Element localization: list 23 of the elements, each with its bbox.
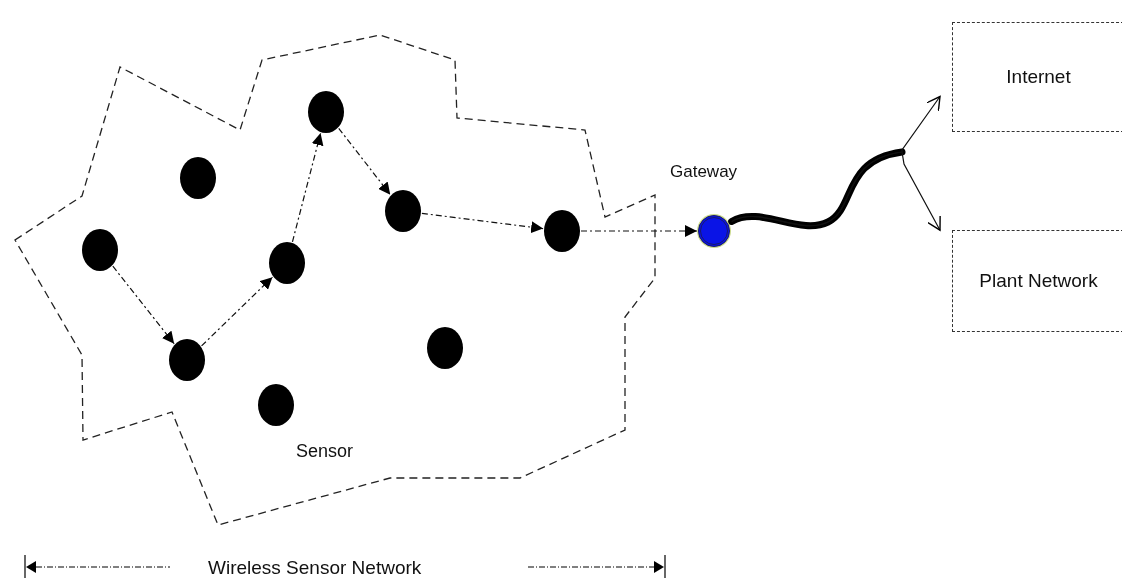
sensor-dot [269, 242, 305, 284]
sensor-dot [180, 157, 216, 199]
sensor-dot [82, 229, 118, 271]
arrow [200, 276, 274, 347]
arrow [731, 151, 941, 231]
sensor-dot [544, 210, 580, 252]
gateway-label: Gateway [670, 161, 738, 183]
sensor-dot [258, 384, 294, 426]
sensor-dot [308, 91, 344, 133]
node-label: Internet [1006, 64, 1071, 89]
arrow [421, 212, 544, 234]
sensor-dot [385, 190, 421, 232]
dimension-label: Wireless Sensor Network [208, 556, 422, 580]
arrow [338, 127, 391, 196]
network-box [952, 22, 1122, 132]
sensor-dot [169, 339, 205, 381]
sensor-dot [427, 327, 463, 369]
sensor-label: Sensor [296, 440, 354, 463]
network-box [952, 230, 1122, 332]
arrow [112, 265, 175, 345]
node-label: Plant Network [979, 268, 1098, 293]
arrow [580, 225, 698, 237]
arrow [291, 132, 324, 243]
